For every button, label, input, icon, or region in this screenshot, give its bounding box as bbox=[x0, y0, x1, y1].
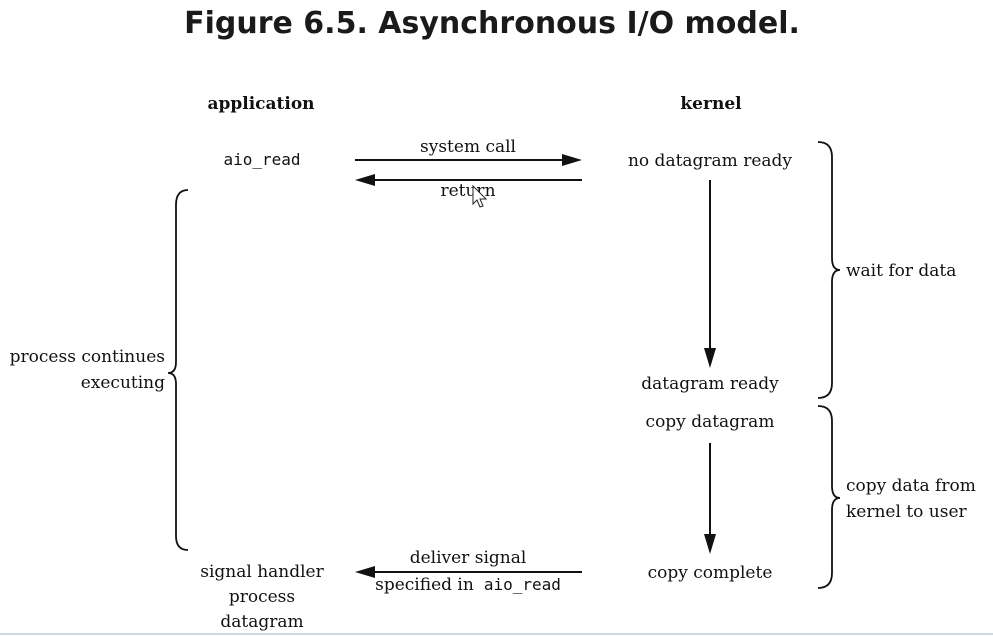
no-datagram-ready-label: no datagram ready bbox=[628, 151, 792, 171]
process-continues-line1: process continues bbox=[10, 347, 165, 367]
copy-data-line1: copy data from bbox=[846, 476, 976, 496]
wait-down-arrow bbox=[704, 180, 716, 368]
process-continues-line2: executing bbox=[81, 373, 165, 393]
process-continues-brace bbox=[167, 189, 189, 551]
copy-data-brace bbox=[817, 405, 841, 589]
aio-read-call: aio_read bbox=[223, 150, 300, 169]
wait-for-data-label: wait for data bbox=[846, 261, 956, 281]
signal-handler-line2: process bbox=[229, 587, 295, 607]
copy-datagram-label: copy datagram bbox=[646, 412, 775, 432]
wait-for-data-brace bbox=[817, 141, 841, 399]
signal-handler-line1: signal handler bbox=[200, 562, 324, 582]
specified-in-text: specified in bbox=[375, 575, 474, 595]
figure-title: Figure 6.5. Asynchronous I/O model. bbox=[184, 6, 800, 41]
copy-down-arrow bbox=[704, 443, 716, 554]
copy-complete-label: copy complete bbox=[648, 563, 773, 583]
copy-data-line2: kernel to user bbox=[846, 502, 968, 522]
specified-aio-read-code: aio_read bbox=[484, 575, 561, 594]
return-arrow bbox=[355, 174, 582, 186]
system-call-arrow bbox=[355, 154, 582, 166]
specified-in-aio-read-label: specified in aio_read bbox=[375, 575, 561, 595]
signal-handler-line3: datagram bbox=[220, 612, 303, 632]
deliver-signal-arrow bbox=[355, 566, 582, 578]
application-column-header: application bbox=[207, 94, 314, 114]
mouse-cursor-icon bbox=[472, 184, 488, 208]
deliver-signal-label: deliver signal bbox=[410, 548, 527, 568]
kernel-column-header: kernel bbox=[680, 94, 742, 114]
return-label: return bbox=[440, 181, 495, 201]
datagram-ready-label: datagram ready bbox=[641, 374, 779, 394]
system-call-label: system call bbox=[420, 137, 516, 157]
